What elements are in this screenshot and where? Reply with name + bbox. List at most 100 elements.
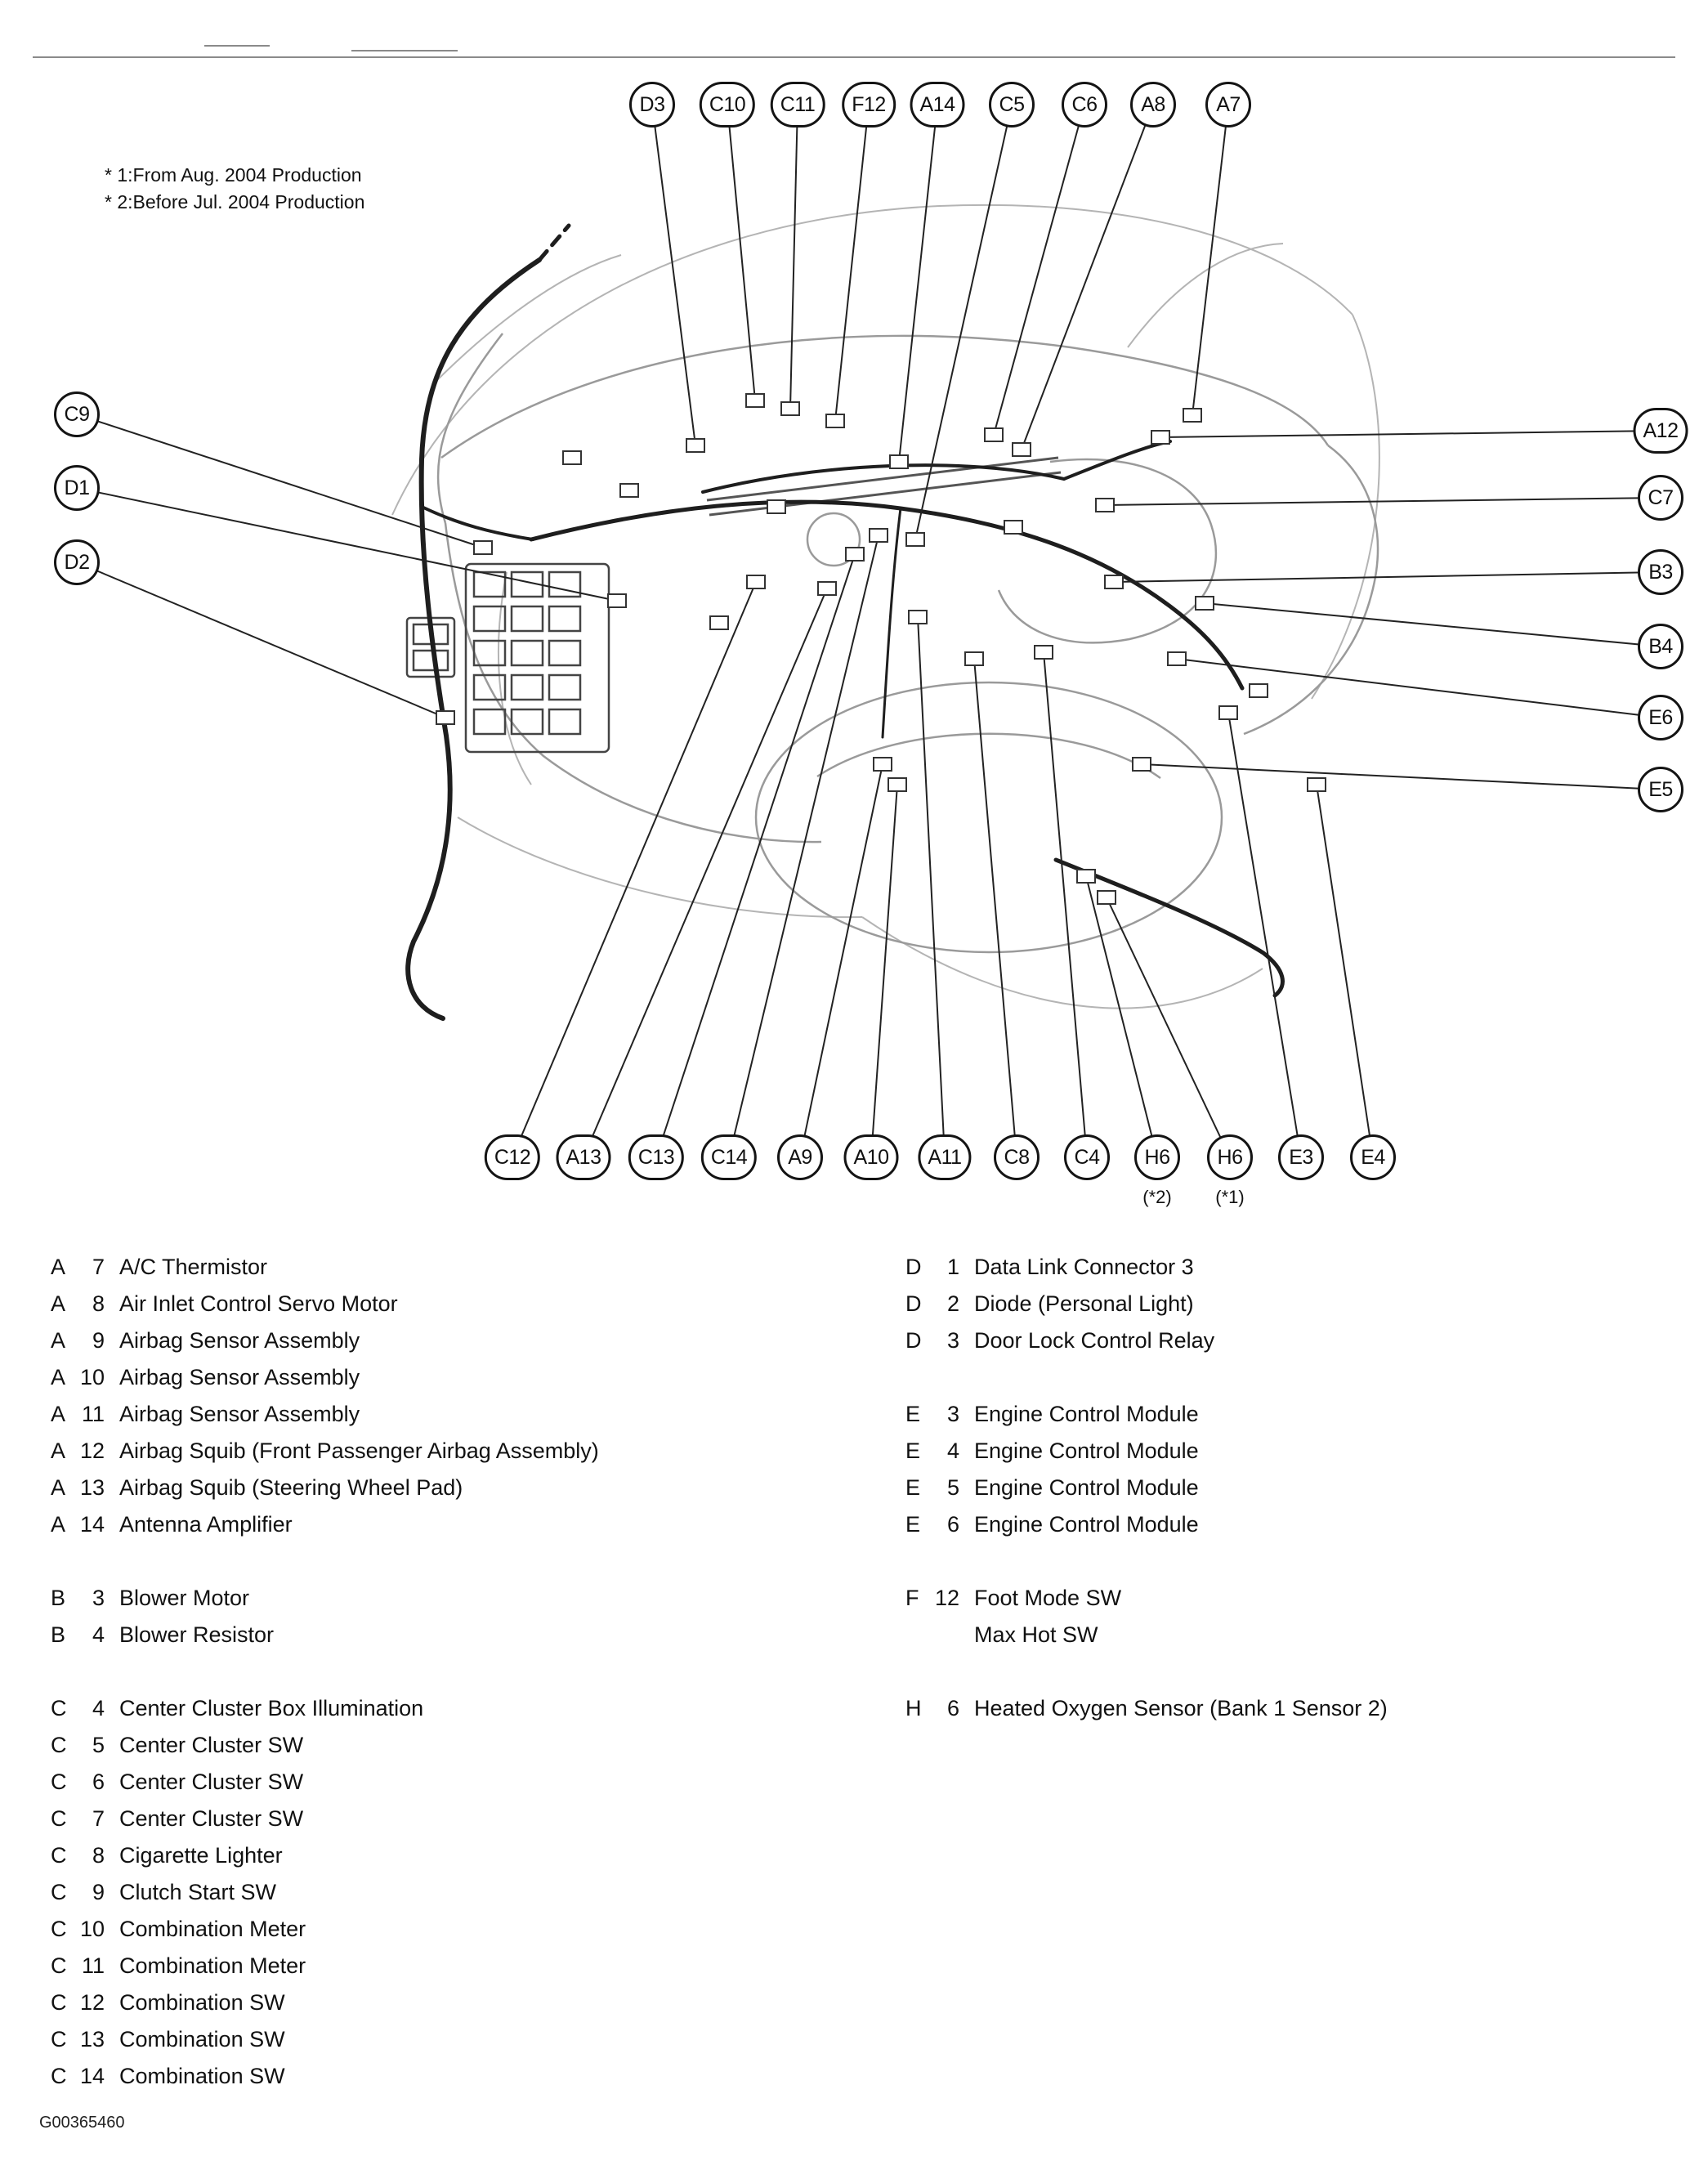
legend-number: 11 bbox=[81, 1953, 105, 1978]
callout-c7: C7 bbox=[1638, 475, 1683, 521]
legend-letter: C bbox=[51, 1953, 67, 1978]
legend-label: Center Cluster SW bbox=[119, 1806, 304, 1831]
legend-label: Combination Meter bbox=[119, 1917, 306, 1941]
legend-number: 13 bbox=[79, 1475, 105, 1500]
legend-label: Center Cluster SW bbox=[119, 1770, 304, 1794]
callout-c6: C6 bbox=[1062, 82, 1107, 128]
legend-letter: C bbox=[51, 1990, 67, 2015]
legend-letter: A bbox=[51, 1255, 66, 1279]
production-note-1: * 1:From Aug. 2004 Production bbox=[105, 164, 362, 186]
legend-letter: F bbox=[905, 1586, 919, 1610]
callout-a7: A7 bbox=[1205, 82, 1251, 128]
legend-label: Airbag Squib (Steering Wheel Pad) bbox=[119, 1475, 463, 1500]
callout-c8: C8 bbox=[994, 1134, 1040, 1180]
legend-number: 12 bbox=[934, 1586, 959, 1610]
legend-number: 3 bbox=[946, 1328, 959, 1353]
legend-label: Airbag Squib (Front Passenger Airbag Ass… bbox=[119, 1438, 599, 1463]
legend-number: 4 bbox=[92, 1622, 105, 1647]
legend-group-gap bbox=[905, 1543, 1682, 1580]
connectors bbox=[436, 393, 1326, 905]
legend-letter: C bbox=[51, 1917, 67, 1941]
legend-letter: D bbox=[905, 1328, 922, 1353]
body-outline bbox=[391, 204, 1380, 1009]
legend-letter: E bbox=[905, 1512, 921, 1537]
legend-label: Combination Meter bbox=[119, 1953, 306, 1978]
callout-e6: E6 bbox=[1638, 695, 1683, 741]
wiring-harness bbox=[405, 223, 1285, 1021]
legend-number: 2 bbox=[946, 1291, 959, 1316]
legend-label: Door Lock Control Relay bbox=[974, 1328, 1215, 1353]
legend-letter: D bbox=[905, 1255, 922, 1279]
legend-label: Foot Mode SW bbox=[974, 1586, 1122, 1610]
figure-id: G00365460 bbox=[39, 2114, 125, 2132]
callout-b3: B3 bbox=[1638, 549, 1683, 595]
legend-entry: F 12 Foot Mode SW bbox=[905, 1580, 1682, 1617]
production-note-2: * 2:Before Jul. 2004 Production bbox=[105, 191, 365, 213]
legend-label: Combination SW bbox=[119, 1990, 285, 2015]
legend-label: Clutch Start SW bbox=[119, 1880, 277, 1904]
callout-a14: A14 bbox=[910, 82, 965, 128]
callout-c9: C9 bbox=[54, 392, 100, 437]
legend-label: Antenna Amplifier bbox=[119, 1512, 293, 1537]
legend-label: Blower Motor bbox=[119, 1586, 250, 1610]
callout-c10: C10 bbox=[699, 82, 756, 128]
callout-a8: A8 bbox=[1130, 82, 1176, 128]
legend-group-gap bbox=[905, 1359, 1682, 1396]
legend-number: 5 bbox=[946, 1475, 959, 1500]
callout-e5: E5 bbox=[1638, 767, 1683, 812]
legend-label: Airbag Sensor Assembly bbox=[119, 1365, 360, 1389]
callout-d1: D1 bbox=[54, 465, 100, 511]
legend-group-gap bbox=[51, 1653, 868, 1690]
production-notes: * 1:From Aug. 2004 Production * 2:Before… bbox=[105, 162, 364, 217]
callout-d3: D3 bbox=[629, 82, 675, 128]
legend-number: 3 bbox=[946, 1402, 959, 1426]
legend-letter: C bbox=[51, 1696, 67, 1720]
legend-letter: B bbox=[51, 1586, 66, 1610]
legend-label: Airbag Sensor Assembly bbox=[119, 1328, 360, 1353]
callout-e3: E3 bbox=[1278, 1134, 1324, 1180]
legend-group-gap bbox=[905, 1653, 1682, 1690]
legend-label: Cigarette Lighter bbox=[119, 1843, 283, 1868]
legend-number: 6 bbox=[92, 1770, 105, 1794]
legend-entry: C 11 Combination Meter bbox=[51, 1948, 868, 1984]
legend-number: 6 bbox=[946, 1512, 959, 1537]
legend-letter: C bbox=[51, 1733, 67, 1757]
legend-letter: A bbox=[51, 1438, 66, 1463]
legend-number: 5 bbox=[92, 1733, 105, 1757]
callout-b4: B4 bbox=[1638, 624, 1683, 669]
callout-h6-2-note: (*2) bbox=[1142, 1187, 1172, 1207]
legend-number: 13 bbox=[79, 2027, 105, 2051]
callout-a13: A13 bbox=[556, 1134, 611, 1180]
legend-number: 9 bbox=[92, 1328, 105, 1353]
legend-label: Engine Control Module bbox=[974, 1402, 1199, 1426]
callout-c14: C14 bbox=[700, 1134, 758, 1180]
callout-h6-2: H6 bbox=[1134, 1134, 1180, 1180]
dashboard-outline bbox=[436, 333, 1379, 954]
callout-c4: C4 bbox=[1064, 1134, 1110, 1180]
callout-a11: A11 bbox=[918, 1134, 972, 1180]
legend-label: A/C Thermistor bbox=[119, 1255, 268, 1279]
legend-label: Engine Control Module bbox=[974, 1512, 1199, 1537]
legend-number: 8 bbox=[92, 1843, 105, 1868]
callout-c13: C13 bbox=[628, 1134, 685, 1180]
